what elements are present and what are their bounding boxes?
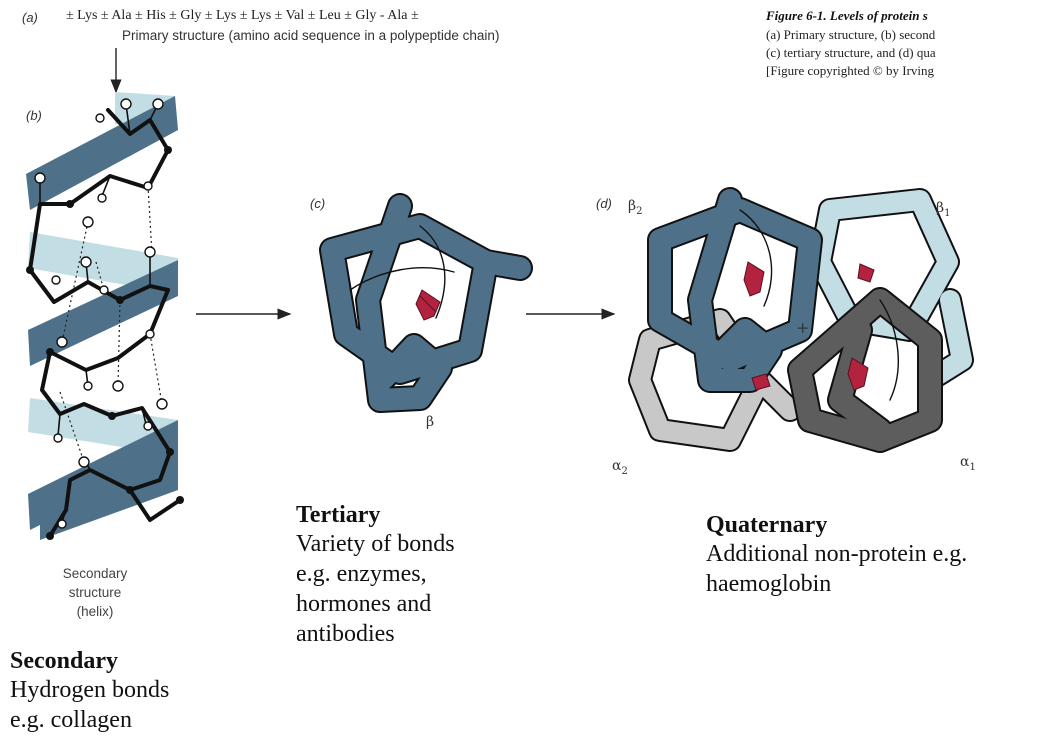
secondary-line-1: Hydrogen bonds (10, 675, 169, 705)
tertiary-line-3: hormones and (296, 589, 455, 619)
secondary-text-block: Secondary Hydrogen bonds e.g. collagen (10, 648, 169, 735)
secondary-heading: Secondary (10, 648, 169, 675)
alpha-helix (26, 92, 184, 570)
alpha2-label: α2 (612, 458, 628, 477)
tertiary-text-block: Tertiary Variety of bonds e.g. enzymes, … (296, 502, 455, 649)
quaternary-line-2: haemoglobin (706, 569, 1058, 599)
quaternary-text-block: Quaternary Additional non-protein e.g. h… (706, 512, 1058, 599)
quaternary-line-1: Additional non-protein e.g. (706, 539, 1058, 569)
beta1-label: β1 (936, 200, 950, 219)
beta2-label: β2 (628, 198, 642, 217)
secondary-structure-label: Secondary structure (helix) (40, 564, 150, 621)
tertiary-heading: Tertiary (296, 502, 455, 529)
beta-label-tertiary: β (426, 414, 434, 430)
tertiary-line-2: e.g. enzymes, (296, 559, 455, 589)
tertiary-line-4: antibodies (296, 619, 455, 649)
alpha1-label: α1 (960, 454, 976, 473)
quaternary-heading: Quaternary (706, 512, 1058, 539)
plus-sign: + (796, 318, 809, 337)
secondary-line-2: e.g. collagen (10, 705, 169, 735)
tertiary-line-1: Variety of bonds (296, 529, 455, 559)
